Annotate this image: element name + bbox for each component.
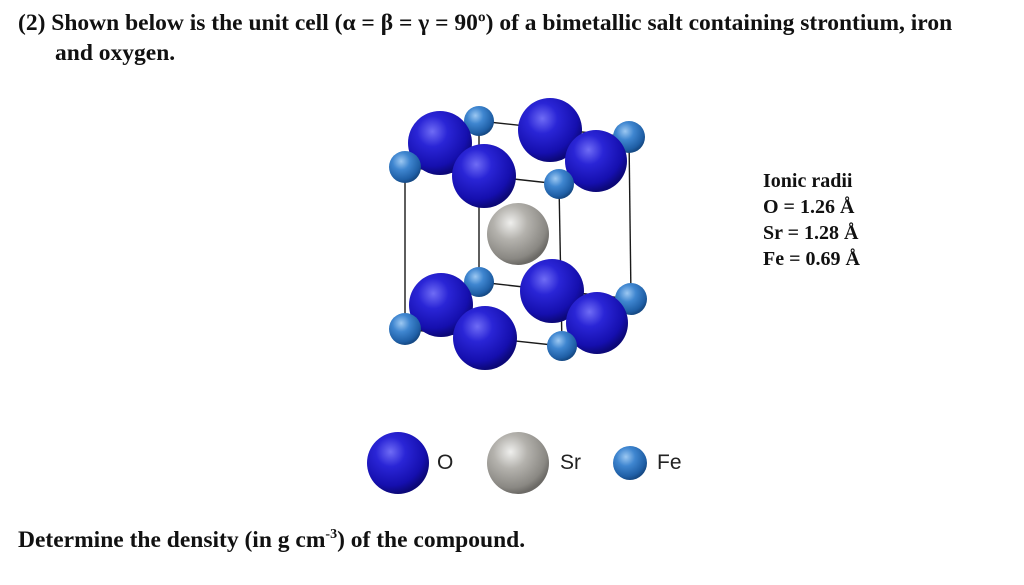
ionic-radius-fe: Fe = 0.69 Å xyxy=(763,248,860,270)
legend-label-o: O xyxy=(437,451,454,474)
task-prefix: Determine the density (in g cm xyxy=(18,527,326,553)
fe-atom xyxy=(464,267,494,297)
legend-o-sphere xyxy=(367,432,429,494)
fe-atom xyxy=(547,331,577,361)
o-atom xyxy=(409,273,473,337)
question-text: (2) Shown below is the unit cell (α = β … xyxy=(18,8,1018,68)
o-atom xyxy=(565,130,627,192)
ionic-radius-o: O = 1.26 Å xyxy=(763,196,855,218)
fe-atom xyxy=(544,169,574,199)
o-atom xyxy=(453,306,517,370)
legend-label-fe: Fe xyxy=(657,451,682,474)
legend-label-sr: Sr xyxy=(560,451,581,474)
ionic-radii-box: Ionic radii O = 1.26 Å Sr = 1.28 Å Fe = … xyxy=(763,168,860,272)
fe-atom xyxy=(389,151,421,183)
ionic-radius-sr: Sr = 1.28 Å xyxy=(763,222,859,244)
o-atom xyxy=(518,98,582,162)
question-line-2: and oxygen. xyxy=(55,40,176,66)
legend-fe-sphere xyxy=(613,446,647,480)
ionic-radii-title: Ionic radii xyxy=(763,170,853,192)
question-line-1: (2) Shown below is the unit cell (α = β … xyxy=(18,10,953,36)
task-text: Determine the density (in g cm-3) of the… xyxy=(18,527,525,554)
fe-atom xyxy=(464,106,494,136)
task-suffix: ) of the compound. xyxy=(337,527,526,553)
edge xyxy=(628,136,632,300)
o-atom xyxy=(452,144,516,208)
task-exponent: -3 xyxy=(325,527,338,543)
o-atom xyxy=(520,259,584,323)
o-atom xyxy=(566,292,628,354)
fe-atom xyxy=(389,313,421,345)
sr-atom xyxy=(487,203,549,265)
o-atom xyxy=(408,111,472,175)
legend-sr-sphere xyxy=(487,432,549,494)
